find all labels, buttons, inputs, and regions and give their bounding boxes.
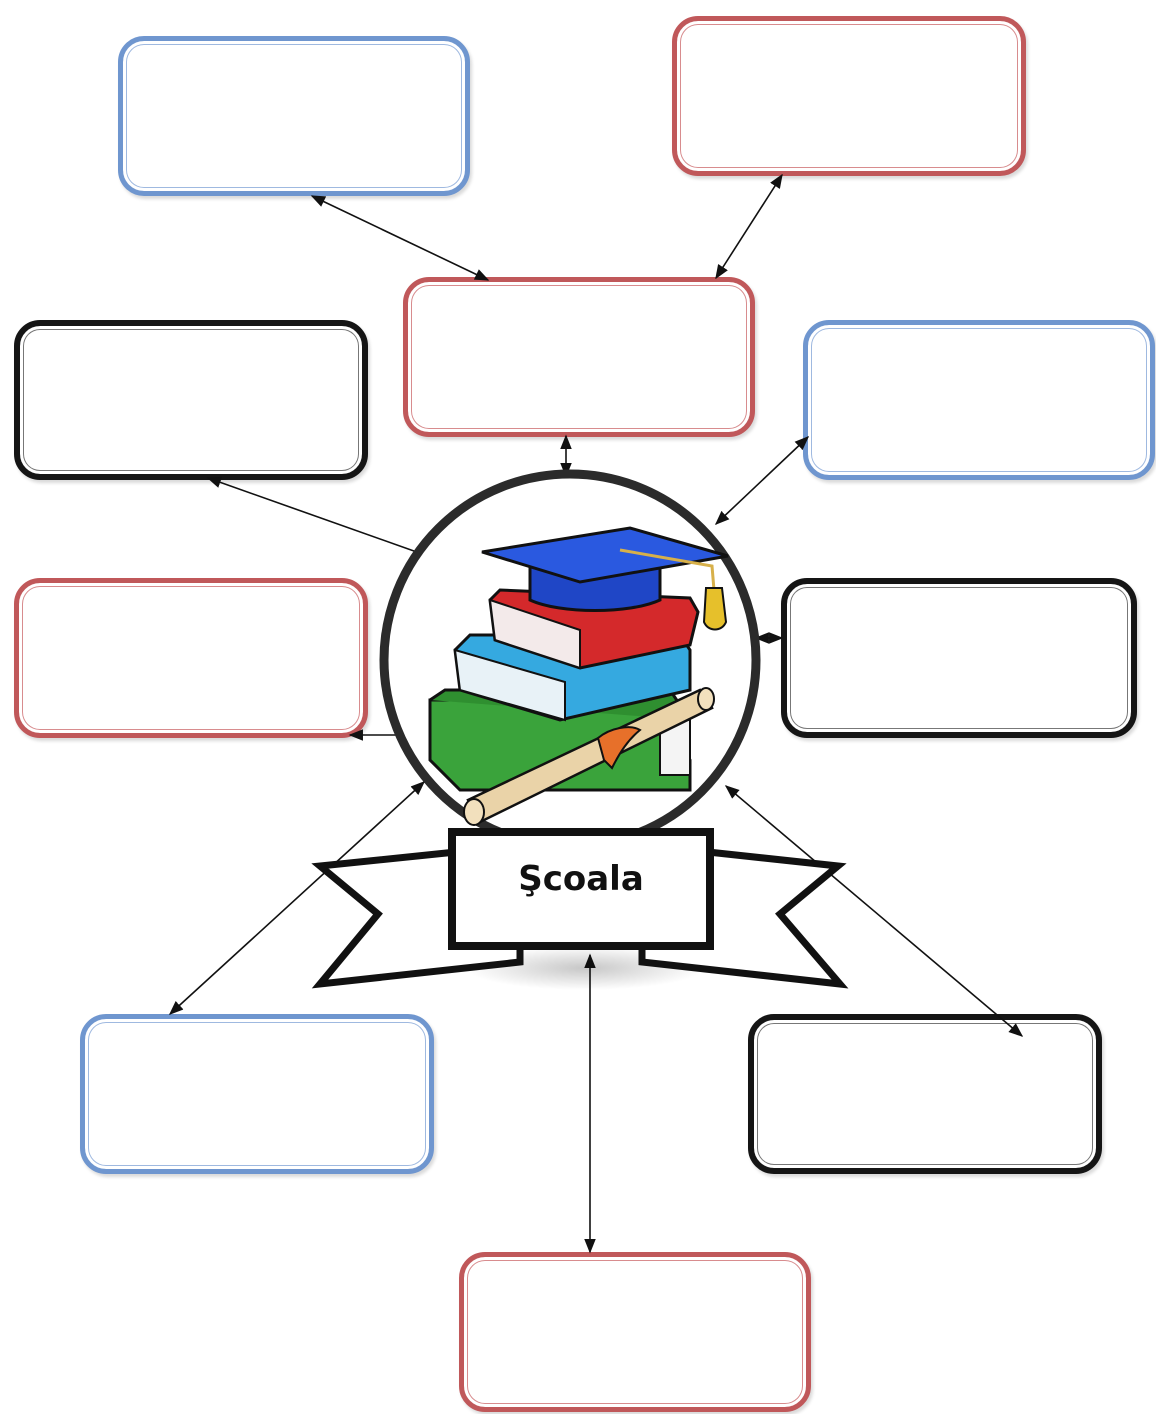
banner-panel	[448, 828, 714, 950]
arrow-middle-right-upper	[714, 436, 810, 525]
box-upper-center[interactable]	[403, 277, 755, 437]
center-title: Şcoala	[518, 859, 644, 899]
box-middle-left-lower[interactable]	[14, 578, 368, 738]
box-middle-right-lower[interactable]	[781, 578, 1137, 738]
box-middle-right-upper[interactable]	[803, 320, 1155, 480]
books-graduation-cap-diploma-icon	[428, 526, 729, 826]
box-top-left[interactable]	[118, 36, 470, 196]
arrow-bottom-left	[168, 781, 426, 1015]
arrow-top-left	[310, 195, 490, 281]
arrow-bottom-right	[724, 785, 1024, 1037]
box-middle-left-upper[interactable]	[14, 320, 368, 480]
box-bottom-left[interactable]	[80, 1014, 434, 1174]
box-bottom-center[interactable]	[459, 1252, 811, 1412]
box-top-right[interactable]	[672, 16, 1026, 176]
connector-arrows	[168, 173, 1024, 1254]
arrow-middle-left-upper	[206, 476, 430, 558]
arrow-top-right	[715, 173, 783, 280]
